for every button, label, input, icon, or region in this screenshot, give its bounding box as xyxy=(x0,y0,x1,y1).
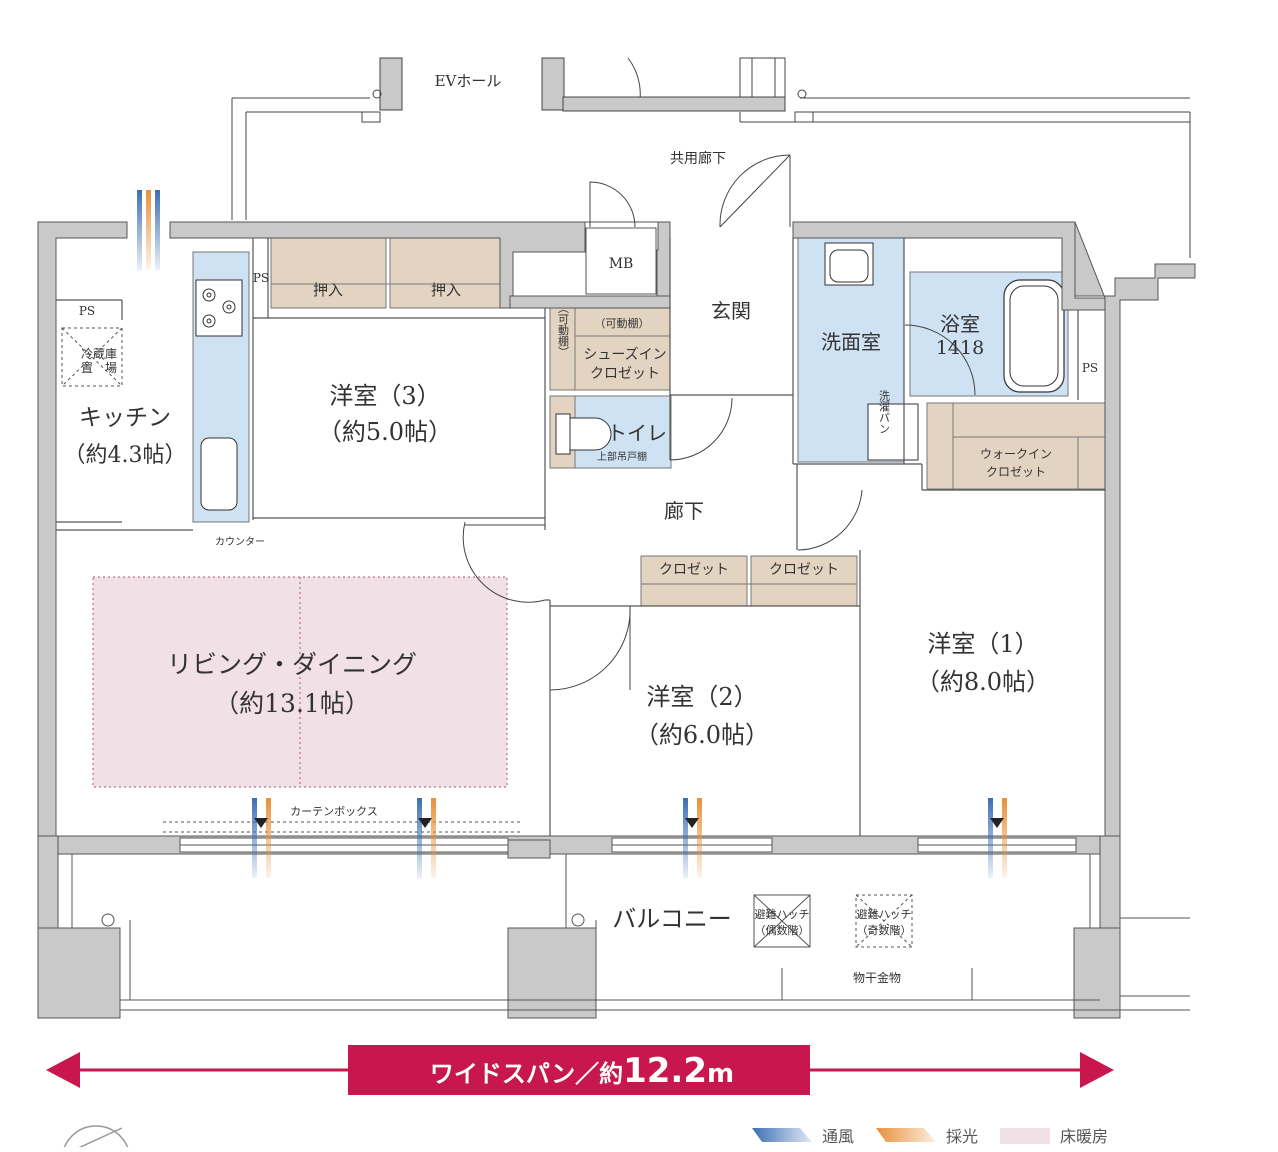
washroom-label: 洗面室 xyxy=(821,330,881,354)
counter-label: カウンター xyxy=(215,536,265,548)
wide-span-dimension xyxy=(46,1045,1114,1095)
fridge-label-1: 冷蔵庫 xyxy=(81,347,117,361)
storage-units xyxy=(270,237,1106,607)
entrance-label: 玄関 xyxy=(711,299,751,323)
living-label: リビング・ダイニング xyxy=(167,650,417,679)
vent-arrow-room2 xyxy=(683,798,702,878)
wide-span-unit: m xyxy=(707,1059,734,1089)
escape-hatch-even xyxy=(753,894,811,948)
curtain-box-label: カーテンボックス xyxy=(290,805,378,818)
balcony-railing xyxy=(71,821,1190,1011)
legend-daylight-swatch xyxy=(876,1128,936,1142)
ev-hall-area xyxy=(231,57,1191,258)
movable-shelf-side-label: （可動棚） xyxy=(557,303,570,358)
kitchen-sink xyxy=(200,437,238,511)
vanity-sink xyxy=(824,242,874,286)
hatch-even-label-2: （偶数階） xyxy=(755,923,810,937)
hatch-odd-label-2: （奇数階） xyxy=(857,923,912,937)
room3-label: 洋室（3） xyxy=(329,382,440,410)
stove xyxy=(195,279,243,337)
wide-span-text: ワイドスパン／約12.2m xyxy=(430,1051,734,1091)
legend-ventilation-label: 通風 xyxy=(822,1127,854,1146)
fridge-label-2: 置 場 xyxy=(81,361,117,375)
oshiire-label-1: 押入 xyxy=(313,281,343,299)
mb-box xyxy=(585,227,657,295)
vent-arrow-living-2 xyxy=(417,798,436,878)
upper-cabinet-label: 上部吊戸棚 xyxy=(597,450,647,463)
legend-floor-heating-swatch xyxy=(1000,1128,1050,1144)
laundry-pan-label: 洗濯パン xyxy=(878,390,891,434)
room1-label: 洋室（1） xyxy=(927,630,1038,658)
mb-label: MB xyxy=(609,256,634,272)
vent-arrow-living-1 xyxy=(252,798,271,878)
ps-label-kitchen: PS xyxy=(253,271,269,285)
vent-arrow-room1 xyxy=(988,798,1007,878)
ps-label-right: PS xyxy=(1082,361,1098,375)
escape-hatch-odd xyxy=(855,894,913,948)
room2-label: 洋室（2） xyxy=(646,683,757,711)
room2-size-label: （約6.0帖） xyxy=(635,721,769,749)
doors xyxy=(462,154,976,691)
wide-span-prefix: ワイドスパン／約 xyxy=(430,1060,623,1088)
room1-size-label: （約8.0帖） xyxy=(916,668,1050,696)
legend-ventilation-swatch xyxy=(752,1128,812,1142)
legend-daylight-label: 採光 xyxy=(946,1127,978,1146)
hatch-even-label-1: 避難ハッチ xyxy=(755,907,810,921)
ev-hall-label: EVホール xyxy=(435,72,502,90)
toilet-label: トイレ xyxy=(607,421,667,445)
movable-shelf-top-label: （可動棚） xyxy=(595,316,650,330)
toilet-fixture xyxy=(555,413,612,455)
living-size-label: （約13.1帖） xyxy=(214,689,370,718)
kitchen-label: キッチン xyxy=(79,405,171,431)
legend-floor-heating-label: 床暖房 xyxy=(1060,1127,1108,1146)
clothes-hanger-label: 物干金物 xyxy=(853,970,901,985)
hatch-odd-label-1: 避難ハッチ xyxy=(857,907,912,921)
balcony-label: バルコニー xyxy=(612,905,732,933)
compass-icon xyxy=(62,1125,130,1152)
legend: 通風 採光 床暖房 xyxy=(752,1127,1108,1146)
hallway-label: 廊下 xyxy=(664,499,704,523)
room3-size-label: （約5.0帖） xyxy=(318,418,452,446)
closet-label-2: クロゼット xyxy=(769,562,839,578)
kitchen-size-label: （約4.3帖） xyxy=(64,443,187,468)
shoes-closet-label-1: シューズイン xyxy=(583,347,666,363)
vent-arrow-kitchen xyxy=(137,190,160,270)
wide-span-value: 12.2 xyxy=(623,1051,707,1091)
oshiire-label-2: 押入 xyxy=(431,281,461,299)
bath-size-label: 1418 xyxy=(936,337,984,359)
bathroom-label: 浴室 xyxy=(940,312,980,336)
laundry-pan xyxy=(867,403,919,461)
walkin-label-1: ウォークイン xyxy=(980,447,1052,461)
fridge-place xyxy=(61,327,123,387)
ps-label-left: PS xyxy=(79,304,95,318)
bathtub xyxy=(1003,279,1065,393)
closet-label-1: クロゼット xyxy=(659,562,729,578)
shoes-closet-label-2: クロゼット xyxy=(590,366,660,382)
walkin-label-2: クロゼット xyxy=(986,465,1046,479)
interior-partitions xyxy=(56,238,1105,836)
common-corridor-label: 共用廊下 xyxy=(670,150,726,167)
